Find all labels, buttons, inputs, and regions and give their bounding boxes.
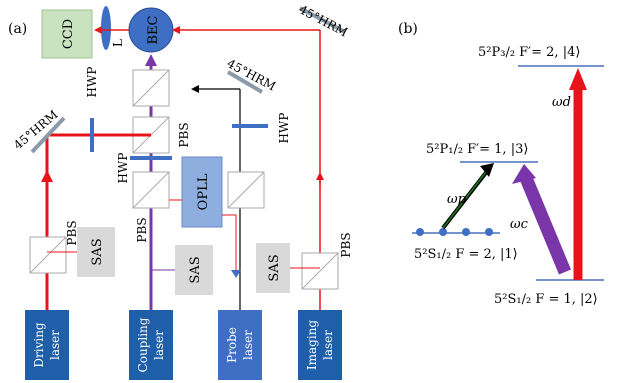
driving-laser-label-2: laser: [48, 330, 62, 360]
lens: [101, 6, 111, 50]
level-3-label: 5²P₁/₂ F′= 1, |3⟩: [426, 142, 528, 157]
pbs-left: [29, 236, 67, 274]
atom-dot: [416, 228, 424, 236]
panel-b-label: (b): [398, 21, 418, 37]
sas-right-box: [256, 243, 290, 293]
probe-laser: [218, 310, 262, 380]
coupling-transition-arrowhead: [512, 164, 536, 184]
lens-label: L: [111, 39, 125, 47]
sas-right-label: SAS: [267, 254, 282, 281]
level-4-label: 5²P₃/₂ F′= 2, |4⟩: [478, 45, 580, 60]
driving-laser-label-1: Driving: [32, 322, 46, 368]
coupling-transition-arrow: [519, 175, 572, 275]
probe-laser-label-1: Probe: [225, 327, 239, 363]
mirror-mid: [226, 70, 264, 94]
imaging-laser-label-2: laser: [321, 330, 335, 360]
level-2-label: 5²S₁/₂ F = 1, |2⟩: [494, 292, 598, 307]
atom-dot: [462, 228, 470, 236]
coupling-beam-arrow: [145, 54, 157, 66]
pbs-right: [301, 252, 339, 290]
hwp-center-label: HWP: [116, 153, 130, 184]
sas-left-label: SAS: [90, 238, 105, 265]
imaging-laser: [298, 310, 342, 380]
panel-a-label: (a): [8, 21, 27, 37]
level-1-label: 5²S₁/₂ F = 2, |1⟩: [414, 247, 518, 262]
mirror-left: [30, 116, 66, 154]
probe-laser-label-2: laser: [241, 330, 255, 360]
opll-link-right: [222, 214, 237, 270]
pbs-top: [132, 69, 170, 107]
probe-transition-arrowhead: [480, 163, 494, 177]
opll-box: [181, 156, 223, 228]
sas-center-box: [175, 245, 213, 295]
atom-dot: [485, 228, 493, 236]
coupling-laser-label-2: laser: [152, 330, 166, 360]
opll-label: OPLL: [196, 173, 211, 210]
hwp-right-label: HWP: [277, 113, 291, 144]
pbs-mid-right-label: PBS: [177, 122, 191, 147]
omega-c-label: ωc: [510, 217, 529, 232]
driving-transition-arrowhead: [569, 68, 587, 90]
opll-output-arrow: [231, 270, 241, 278]
pbs-left-label: PBS: [65, 220, 79, 245]
ccd-label: CCD: [61, 19, 76, 49]
pbs-right-upper: [227, 171, 265, 209]
hrm-top-right-label: 45°HRM: [297, 2, 350, 39]
imaging-laser-label-1: Imaging: [305, 320, 319, 371]
coupling-laser-label-1: Coupling: [136, 317, 150, 372]
sas-center-label: SAS: [188, 256, 203, 283]
omega-d-label: ωd: [552, 95, 571, 110]
ccd-camera: [41, 9, 93, 59]
mirror-top-right: [299, 6, 346, 34]
atom-dot: [439, 228, 447, 236]
sas-left-box: [77, 227, 115, 277]
pbs-center-lower-label: PBS: [135, 217, 149, 242]
pbs-right-label: PBS: [339, 232, 353, 257]
probe-transition-arrow: [442, 171, 487, 229]
driving-beam-arrow: [41, 170, 53, 182]
bec-label: BEC: [146, 15, 161, 44]
driving-laser: [25, 310, 69, 380]
omega-p-label: ωp: [447, 192, 467, 207]
hwp-left-label: HWP: [85, 67, 99, 98]
pbs-center-lower: [132, 171, 170, 209]
coupling-laser: [129, 310, 173, 380]
